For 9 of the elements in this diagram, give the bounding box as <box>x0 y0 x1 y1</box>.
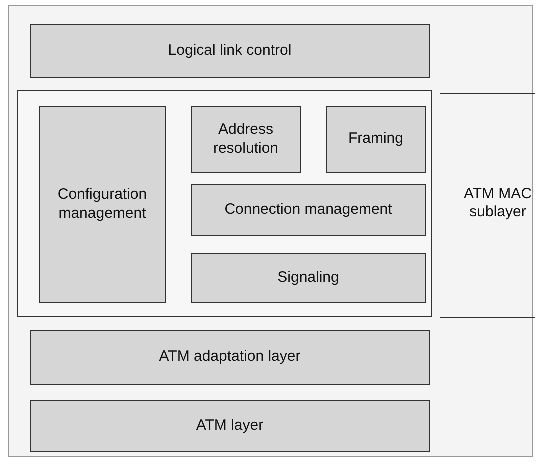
layer-box: Framing <box>326 106 426 173</box>
layer-box: ATM layer <box>30 400 430 452</box>
layer-box: Signaling <box>191 253 426 303</box>
layer-box: Address resolution <box>191 106 301 173</box>
layer-box: ATM adaptation layer <box>30 330 430 385</box>
layer-box: Configuration management <box>39 106 166 303</box>
layer-box: Connection management <box>191 184 426 236</box>
sublayer-label: ATM MAC sublayer <box>462 184 534 222</box>
layer-box: Logical link control <box>30 24 430 78</box>
